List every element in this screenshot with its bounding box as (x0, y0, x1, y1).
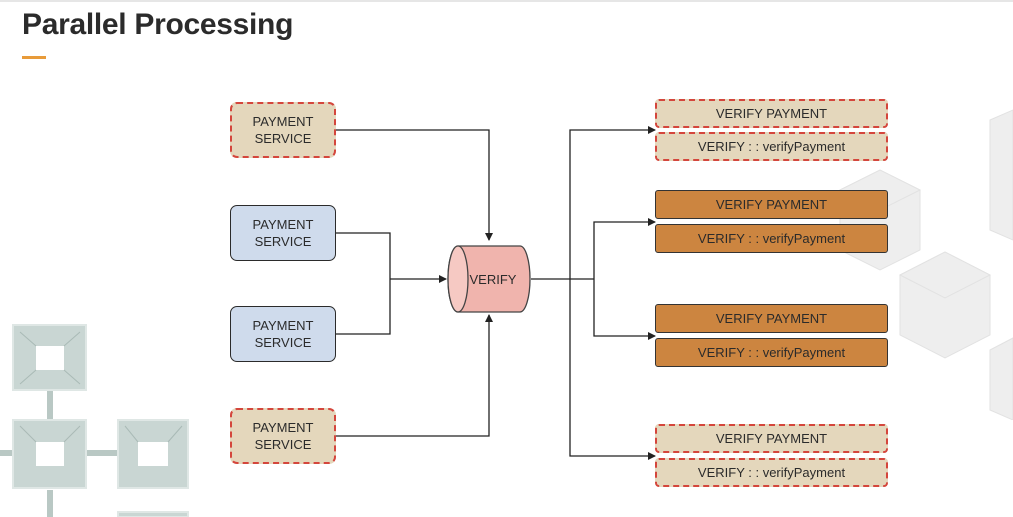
top-border (0, 0, 1013, 2)
verify-payment-4: VERIFY PAYMENT (655, 424, 888, 453)
verify-payment-3: VERIFY PAYMENT (655, 304, 888, 333)
verify-hub-label: VERIFY (469, 271, 517, 287)
verify-payment-2: VERIFY PAYMENT (655, 190, 888, 219)
title-accent-bar (22, 56, 46, 59)
connector-target-1 (569, 126, 656, 279)
connector-source-4 (336, 314, 493, 437)
background-network-decoration (0, 324, 189, 517)
connector-target-3 (593, 279, 656, 340)
payment-service-3: PAYMENT SERVICE (230, 306, 336, 362)
connector-target-4 (569, 279, 656, 460)
verify-method-3: VERIFY : : verifyPayment (655, 338, 888, 367)
payment-service-2: PAYMENT SERVICE (230, 205, 336, 261)
page-title: Parallel Processing (22, 8, 294, 41)
payment-service-1: PAYMENT SERVICE (230, 102, 336, 158)
connector-source-2 (336, 232, 391, 279)
connector-source-1 (336, 129, 493, 241)
verify-payment-1: VERIFY PAYMENT (655, 99, 888, 128)
verify-method-2: VERIFY : : verifyPayment (655, 224, 888, 253)
connector-target-2 (593, 218, 656, 279)
verify-method-4: VERIFY : : verifyPayment (655, 458, 888, 487)
verify-hub-cylinder (447, 245, 531, 313)
verify-method-1: VERIFY : : verifyPayment (655, 132, 888, 161)
payment-service-4: PAYMENT SERVICE (230, 408, 336, 464)
connector-source-3 (336, 279, 391, 335)
